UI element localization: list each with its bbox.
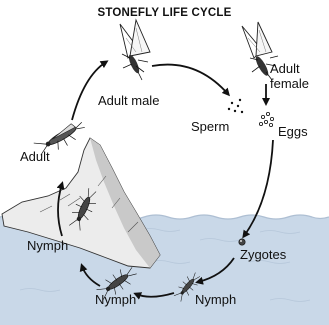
arrow-adult-to-adult-male (72, 62, 106, 120)
diagram-title: STONEFLY LIFE CYCLE (0, 7, 329, 19)
label-adult-left: Adult (20, 150, 50, 164)
label-adult-female-line2: female (270, 77, 309, 91)
eggs-cluster (259, 112, 273, 126)
label-zygotes: Zygotes (240, 248, 286, 262)
zygote-cell (239, 239, 245, 245)
arrow-adult-male-to-sperm (152, 65, 228, 94)
sperm-cells (228, 99, 243, 113)
label-sperm: Sperm (191, 120, 229, 134)
label-eggs: Eggs (278, 125, 308, 139)
label-adult-male: Adult male (98, 94, 159, 108)
label-nymph-left: Nymph (27, 239, 68, 253)
label-adult-female-line1: Adult (270, 62, 300, 76)
adult-male-stonefly (120, 20, 150, 80)
label-nymph-bottom-right: Nymph (195, 293, 236, 307)
label-nymph-bottom-left: Nymph (95, 293, 136, 307)
